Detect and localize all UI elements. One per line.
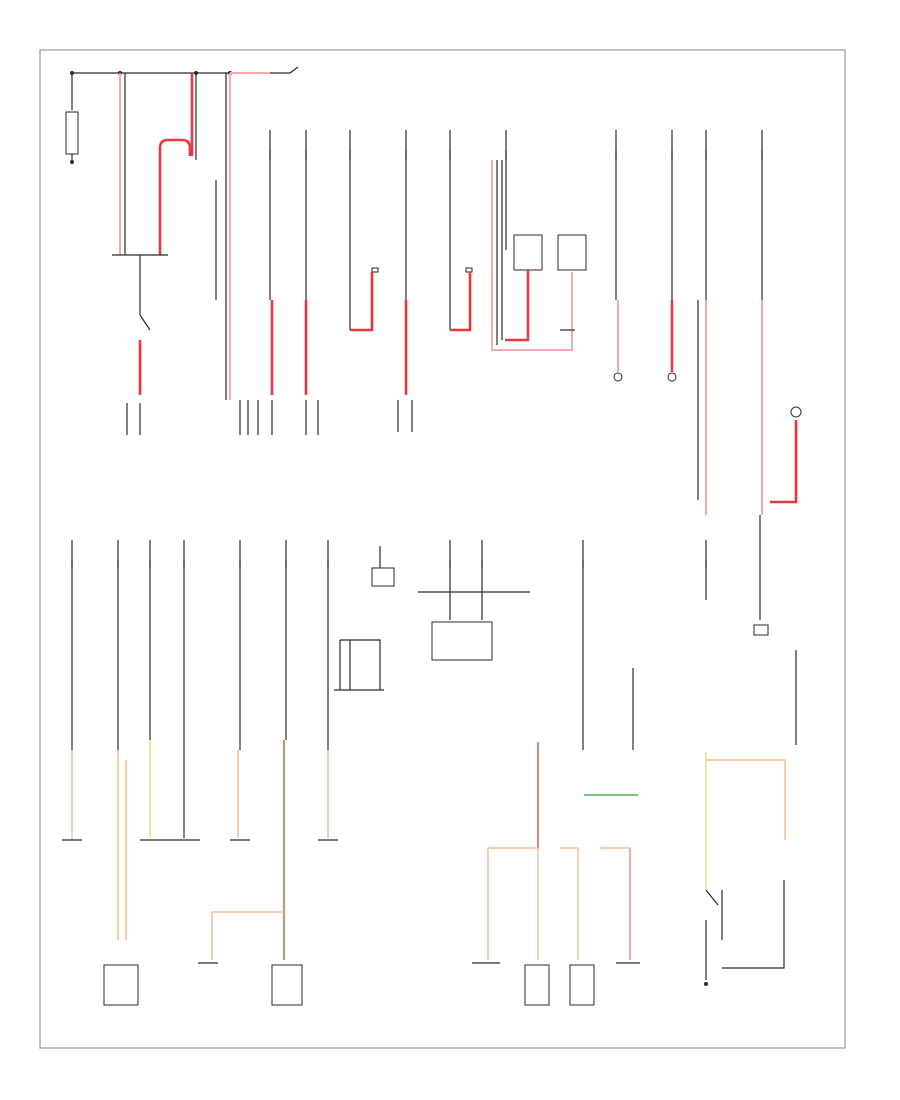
bottom-fuse-row [71,540,707,750]
ignition-feed [215,73,249,435]
left-feed-wires [112,73,197,435]
component-outlines [62,839,640,1006]
bottom-colored-wires [71,740,786,986]
diagram-frame [39,49,846,1049]
top-middle-red-wires [257,160,587,435]
top-right-red-wires [613,300,802,745]
top-power-bus [70,66,299,75]
battery-symbol [65,73,79,164]
top-fuse-row [269,130,763,330]
